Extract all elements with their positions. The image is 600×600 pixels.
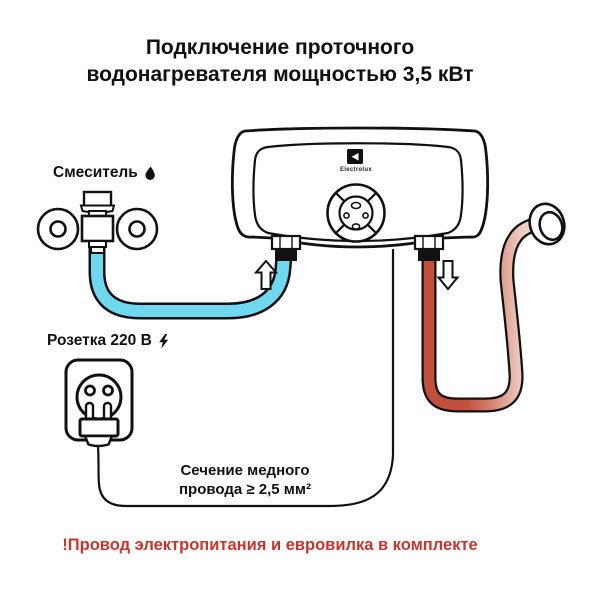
heater-control-knob — [326, 183, 386, 243]
footer-warning: !Провод электропитания и евровилка в ком… — [62, 536, 478, 554]
page-title: Подключение проточного водонагревателя м… — [0, 34, 560, 88]
heater-outlet-fitting — [413, 234, 445, 261]
shower-head — [528, 202, 566, 246]
inlet-arrow-up-icon — [253, 259, 279, 290]
mixer-label: Смеситель — [53, 164, 156, 182]
page-title-line2: водонагревателя мощностью 3,5 кВт — [86, 63, 474, 86]
socket-label-text: Розетка 220 В — [47, 332, 152, 349]
heater-inlet-fitting — [270, 234, 302, 261]
electrolux-logo-icon — [347, 149, 363, 164]
socket-hole-right — [102, 384, 114, 397]
socket-round-recess — [75, 373, 123, 421]
socket-label: Розетка 220 В — [47, 332, 169, 350]
power-socket-figure — [64, 358, 134, 448]
lightning-bolt-icon — [158, 333, 168, 349]
mixer-spout — [82, 190, 113, 208]
wire-section-note-line1: Сечение медного — [180, 462, 310, 479]
wire-section-note: Сечение медного провода ≥ 2,5 мм² — [125, 461, 365, 499]
water-drop-icon — [145, 166, 155, 180]
hot-water-hose — [421, 215, 544, 413]
mixer-body — [80, 214, 115, 243]
socket-hole-left — [84, 384, 96, 397]
cold-water-pipe — [88, 248, 293, 320]
mixer-label-text: Смеситель — [53, 164, 138, 181]
outlet-arrow-down-icon — [436, 260, 460, 291]
heater-figure — [230, 126, 490, 261]
power-cord — [96, 249, 395, 508]
power-plug — [78, 401, 120, 448]
mixer-figure — [36, 190, 159, 254]
heater-brand-text: Electrolux — [339, 167, 372, 173]
page-title-line1: Подключение проточного — [145, 36, 415, 59]
wire-section-note-line2: провода ≥ 2,5 мм² — [178, 481, 311, 498]
